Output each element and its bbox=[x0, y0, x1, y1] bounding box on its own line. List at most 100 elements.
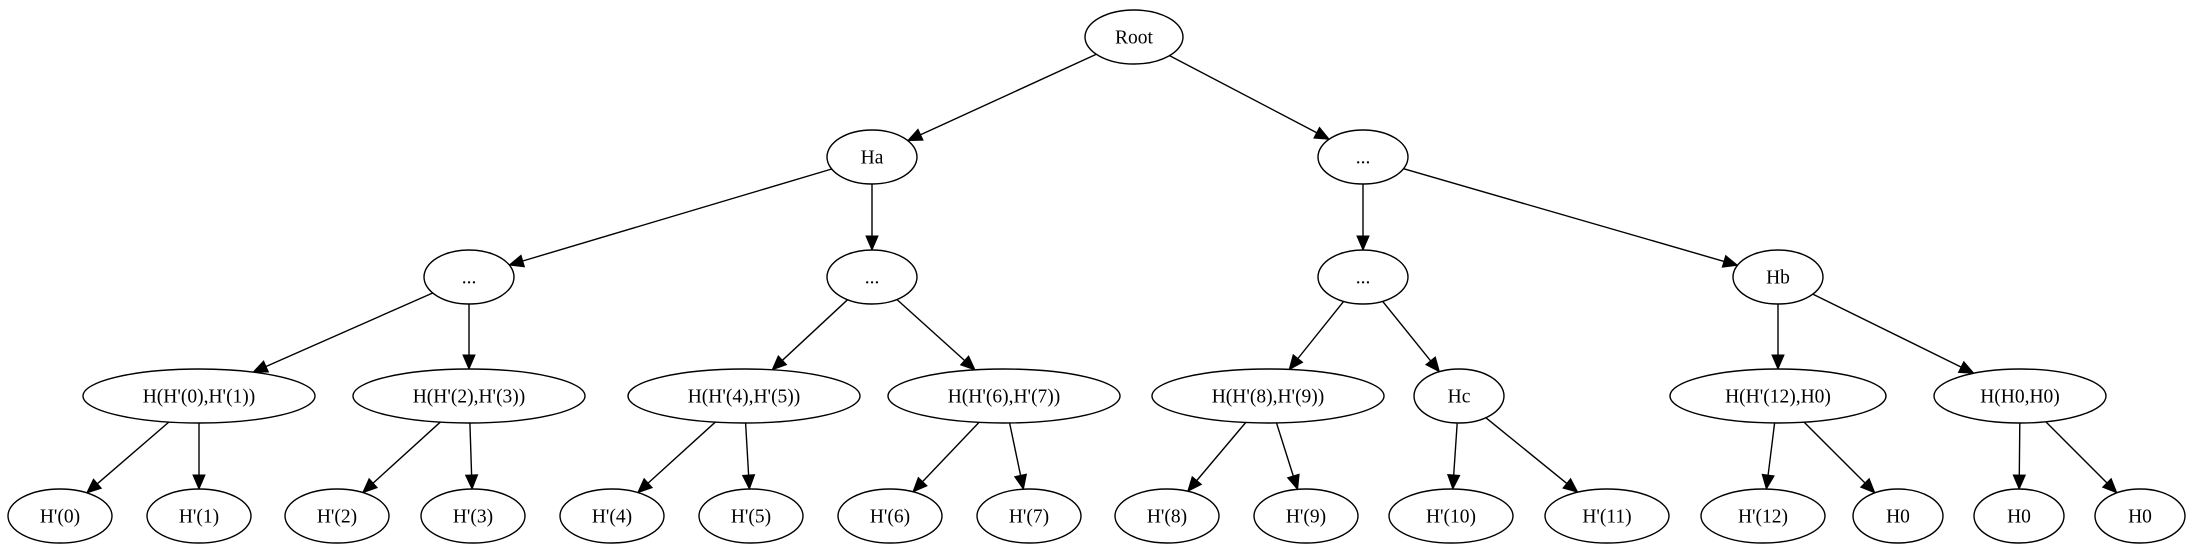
edge-l2b-to-h67 bbox=[896, 298, 976, 371]
edge-h01-to-p1 bbox=[192, 423, 206, 491]
node-ellipse bbox=[1700, 488, 1826, 544]
node-label: H(H'(2),H'(3)) bbox=[413, 387, 526, 408]
node-ellipse bbox=[1151, 368, 1385, 424]
edge-l2a-to-h23 bbox=[462, 304, 476, 371]
edge-hb-to-h0h0 bbox=[1812, 293, 1975, 374]
tree-node-hb: Hb bbox=[1732, 249, 1824, 305]
edge-h01-to-p0 bbox=[85, 421, 170, 494]
node-label: ... bbox=[462, 268, 477, 289]
node-ellipse bbox=[976, 488, 1082, 544]
edge-hc-to-p11 bbox=[1485, 417, 1579, 493]
edge-line bbox=[372, 421, 441, 484]
edge-h89-to-p8 bbox=[1186, 422, 1247, 493]
edge-line bbox=[1169, 54, 1318, 134]
tree-node-r1: ... bbox=[1317, 129, 1409, 185]
node-label: H(H'(8),H'(9)) bbox=[1212, 387, 1325, 408]
arrowhead-icon bbox=[906, 128, 924, 142]
arrowhead-icon bbox=[636, 477, 654, 494]
edge-l2a-to-h01 bbox=[252, 292, 433, 373]
node-label: H'(9) bbox=[1286, 507, 1326, 528]
tree-node-l2b: ... bbox=[826, 249, 918, 305]
tree-node-p1: H'(1) bbox=[146, 488, 252, 544]
tree-node-h67: H(H'(6),H'(7)) bbox=[887, 368, 1121, 424]
node-ellipse bbox=[698, 488, 804, 544]
node-ellipse bbox=[1732, 249, 1824, 305]
arrowhead-icon bbox=[1721, 254, 1739, 268]
arrowhead-icon bbox=[959, 355, 976, 371]
edge-ha-to-l2a bbox=[508, 168, 832, 268]
node-label: ... bbox=[865, 268, 880, 289]
arrowhead-icon bbox=[1957, 360, 1975, 374]
nodes-layer: RootHa............HbH(H'(0),H'(1))H(H'(2… bbox=[7, 9, 2186, 544]
edge-l2c-to-h89 bbox=[1288, 300, 1345, 371]
node-ellipse bbox=[1413, 368, 1505, 424]
tree-node-h0h0: H(H0,H0) bbox=[1933, 368, 2107, 424]
arrowhead-icon bbox=[2012, 474, 2027, 491]
node-ellipse bbox=[1253, 488, 1359, 544]
tree-node-h89: H(H'(8),H'(9)) bbox=[1151, 368, 1385, 424]
node-label: H(H0,H0) bbox=[1980, 387, 2060, 408]
edge-line bbox=[1453, 422, 1458, 476]
edge-h23-to-p3 bbox=[464, 422, 479, 491]
tree-node-l2a: ... bbox=[423, 249, 515, 305]
edge-line bbox=[647, 421, 716, 484]
tree-node-h45: H(H'(4),H'(5)) bbox=[627, 368, 861, 424]
edge-line bbox=[896, 298, 966, 362]
edge-line bbox=[1382, 300, 1432, 362]
edge-line bbox=[1485, 417, 1568, 484]
tree-node-p0: H'(0) bbox=[7, 488, 113, 544]
node-label: ... bbox=[1356, 148, 1371, 169]
edge-line bbox=[1008, 422, 1022, 476]
node-ellipse bbox=[627, 368, 861, 424]
node-label: H'(11) bbox=[1582, 507, 1631, 528]
node-label: H(H'(6),H'(7)) bbox=[948, 387, 1061, 408]
node-label: Hc bbox=[1448, 387, 1471, 408]
node-ellipse bbox=[1973, 488, 2065, 544]
arrowhead-icon bbox=[1446, 474, 1461, 491]
arrowhead-icon bbox=[1288, 353, 1304, 371]
arrowhead-icon bbox=[192, 474, 206, 491]
node-label: H'(4) bbox=[592, 507, 632, 528]
arrowhead-icon bbox=[1286, 473, 1300, 491]
node-label: H'(2) bbox=[317, 507, 357, 528]
arrowhead-icon bbox=[1313, 126, 1331, 140]
arrowhead-icon bbox=[1859, 477, 1876, 494]
edge-l2c-to-hc bbox=[1382, 300, 1441, 373]
edge-h12h0-to-p12 bbox=[1761, 422, 1776, 491]
node-ellipse bbox=[423, 249, 515, 305]
node-ellipse bbox=[7, 488, 113, 544]
arrowhead-icon bbox=[1771, 354, 1785, 371]
node-label: H0 bbox=[2128, 507, 2152, 528]
node-ellipse bbox=[1114, 488, 1220, 544]
edge-line bbox=[922, 421, 980, 483]
edge-h45-to-p4 bbox=[636, 421, 716, 494]
arrowhead-icon bbox=[1562, 477, 1579, 493]
node-ellipse bbox=[826, 249, 918, 305]
edge-hb-to-h12h0 bbox=[1771, 304, 1785, 371]
arrowhead-icon bbox=[462, 354, 476, 371]
edge-r1-to-l2c bbox=[1356, 184, 1370, 252]
tree-node-z3: H0 bbox=[2094, 488, 2186, 544]
edge-l2b-to-h45 bbox=[771, 299, 849, 371]
arrowhead-icon bbox=[1424, 356, 1441, 373]
edge-line bbox=[1297, 300, 1345, 359]
node-label: H0 bbox=[2007, 507, 2031, 528]
edge-h0h0-to-z3 bbox=[2045, 421, 2118, 494]
tree-node-p4: H'(4) bbox=[559, 488, 665, 544]
arrowhead-icon bbox=[912, 476, 928, 493]
node-ellipse bbox=[1317, 249, 1409, 305]
edge-h0h0-to-z2 bbox=[2012, 422, 2027, 491]
tree-node-h01: H(H'(0),H'(1)) bbox=[82, 368, 316, 424]
edge-line bbox=[469, 422, 473, 476]
tree-node-h23: H(H'(2),H'(3)) bbox=[352, 368, 586, 424]
edge-line bbox=[1403, 168, 1725, 263]
edge-h23-to-p2 bbox=[361, 421, 441, 494]
arrowhead-icon bbox=[1013, 473, 1028, 491]
node-label: Root bbox=[1115, 28, 1154, 49]
node-label: ... bbox=[1356, 268, 1371, 289]
tree-node-p10: H'(10) bbox=[1388, 488, 1514, 544]
arrowhead-icon bbox=[508, 254, 526, 268]
tree-node-l2c: ... bbox=[1317, 249, 1409, 305]
node-ellipse bbox=[82, 368, 316, 424]
arrowhead-icon bbox=[85, 478, 103, 494]
